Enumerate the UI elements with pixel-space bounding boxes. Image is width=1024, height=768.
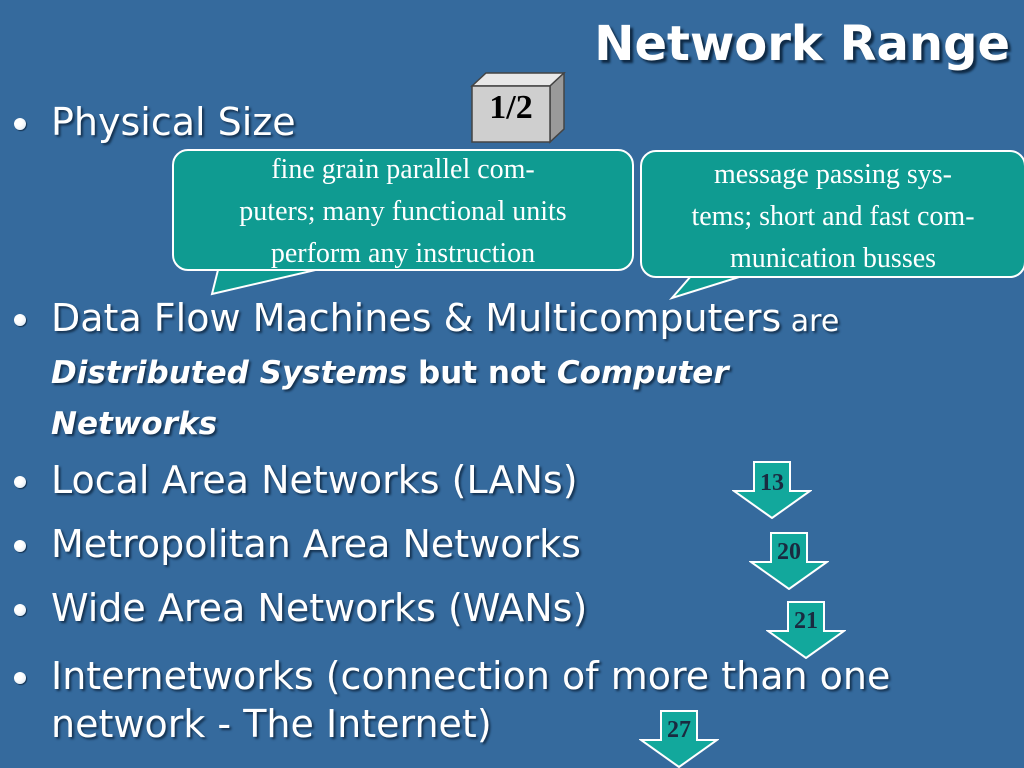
slide-title: Network Range	[594, 16, 1010, 72]
bullet-dot-icon	[14, 604, 26, 616]
down-arrow-27-icon[interactable]	[639, 710, 719, 768]
bullet-text: Wide Area Networks (WANs)	[51, 586, 588, 630]
arrow-21-label: 21	[794, 608, 818, 634]
callout-fine-grain: fine grain parallel com- puters; many fu…	[172, 149, 634, 271]
callout-line: fine grain parallel com-	[271, 154, 535, 185]
bullet-dot-icon	[14, 314, 26, 326]
bullet-text-distributed: Distributed Systems	[51, 355, 408, 391]
bullet-dot-icon	[14, 540, 26, 552]
callout-line: message passing sys-	[714, 159, 952, 190]
arrow-13-label: 13	[760, 470, 784, 496]
arrow-20-label: 20	[777, 539, 801, 565]
callout-line: perform any instruction	[270, 238, 536, 269]
bullet-dot-icon	[14, 672, 26, 684]
page-counter-cube-icon[interactable]	[468, 72, 568, 144]
bullet-text: Local Area Networks (LANs)	[51, 458, 578, 502]
down-arrow-21-icon[interactable]	[766, 601, 846, 659]
bullet-text: Physical Size	[51, 100, 296, 144]
bullet-dot-icon	[14, 118, 26, 130]
page-counter-label: 1/2	[489, 89, 533, 126]
callout-line: puters; many functional units	[239, 196, 567, 227]
bullet-text-butnot: but not	[407, 355, 557, 391]
bullet-text-main: Data Flow Machines & Multicomputers	[51, 296, 782, 340]
callout-line: tems; short and fast com-	[691, 201, 975, 232]
callout-line: munication busses	[729, 243, 937, 274]
bullet-text-computer: Computer	[556, 355, 729, 391]
bullet-text: Internetworks (connection of more than o…	[51, 652, 1011, 748]
bullet-text-are: are	[781, 304, 840, 339]
bullet-text-line2: network - The Internet)	[51, 702, 492, 746]
bullet-text-networks: Networks	[51, 406, 218, 442]
callout-message-passing: message passing sys- tems; short and fas…	[640, 150, 1024, 278]
down-arrow-20-icon[interactable]	[749, 532, 829, 590]
arrow-27-label: 27	[667, 717, 691, 743]
bullet-text: Metropolitan Area Networks	[51, 522, 581, 566]
bullet-text-line1: Internetworks (connection of more than o…	[51, 654, 891, 698]
bullet-dot-icon	[14, 476, 26, 488]
down-arrow-13-icon[interactable]	[732, 461, 812, 519]
